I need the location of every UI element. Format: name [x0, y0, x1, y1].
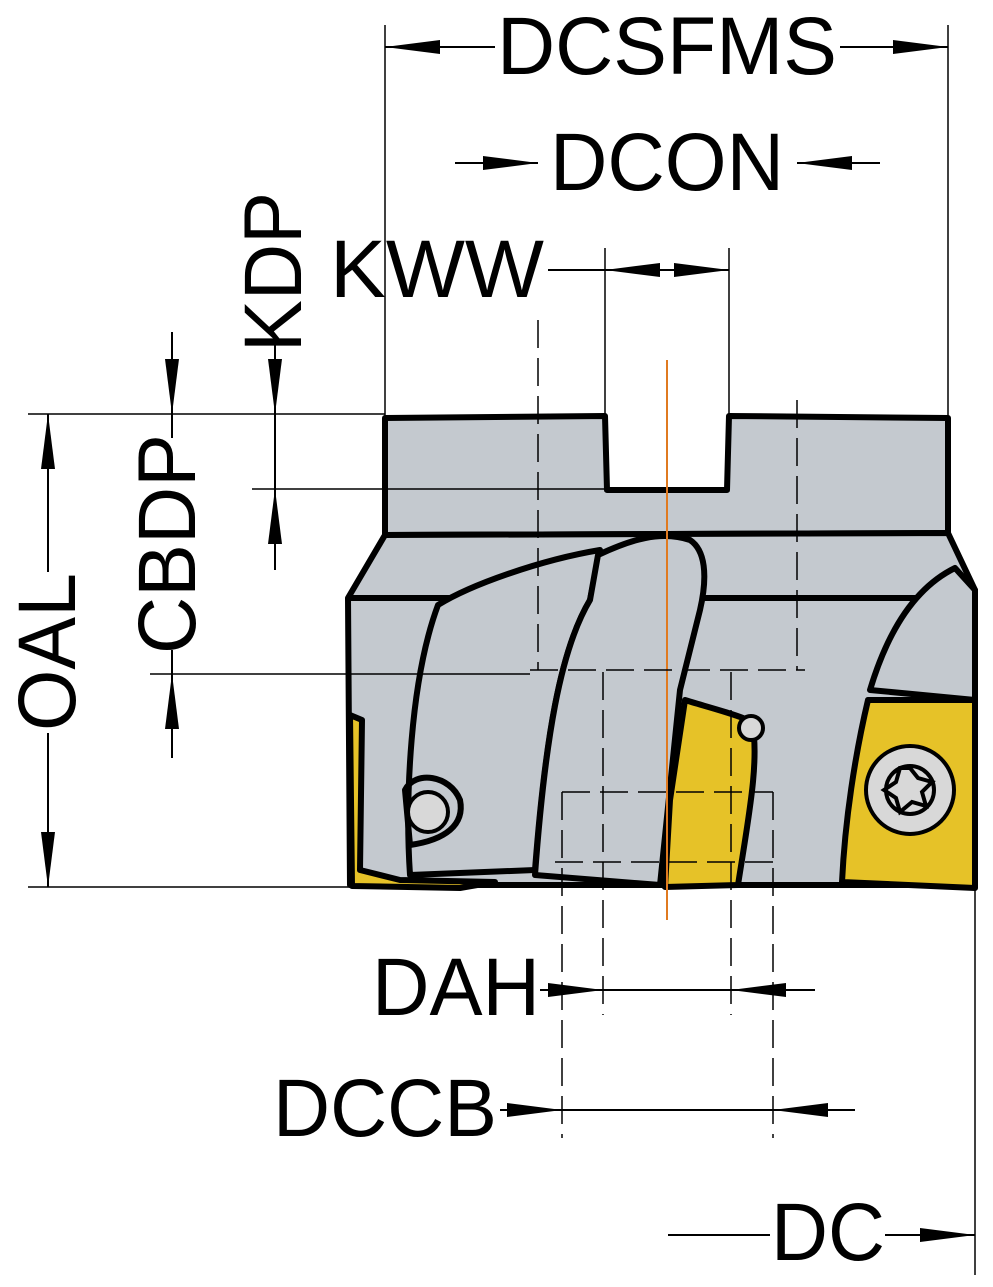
insert-seat-center [532, 532, 708, 888]
screw-left-icon [406, 790, 450, 834]
label-kww: KWW [330, 224, 545, 315]
label-oal: OAL [2, 573, 93, 731]
label-dcsfms: DCSFMS [497, 1, 837, 92]
insert-center [662, 697, 758, 890]
label-cbdp: CBDP [122, 434, 213, 654]
label-dccb: DCCB [273, 1063, 497, 1154]
screw-pocket-left [402, 774, 464, 848]
screws [402, 714, 956, 848]
torx-icon [880, 766, 936, 816]
dimension-labels: DCSFMS DCON KWW KDP CBDP OAL DAH DCCB DC [2, 1, 885, 1278]
dimension-lines [41, 40, 975, 1242]
hidden-lines [530, 320, 805, 1138]
label-kdp: KDP [228, 192, 319, 352]
screw-center-icon [737, 714, 765, 742]
cutter-body [345, 413, 978, 888]
insert-left [347, 712, 498, 891]
label-dah: DAH [372, 942, 540, 1033]
label-dcon: DCON [550, 117, 784, 208]
label-dc: DC [771, 1187, 885, 1278]
extension-lines [28, 25, 976, 1275]
chip-pocket-right [867, 565, 978, 703]
